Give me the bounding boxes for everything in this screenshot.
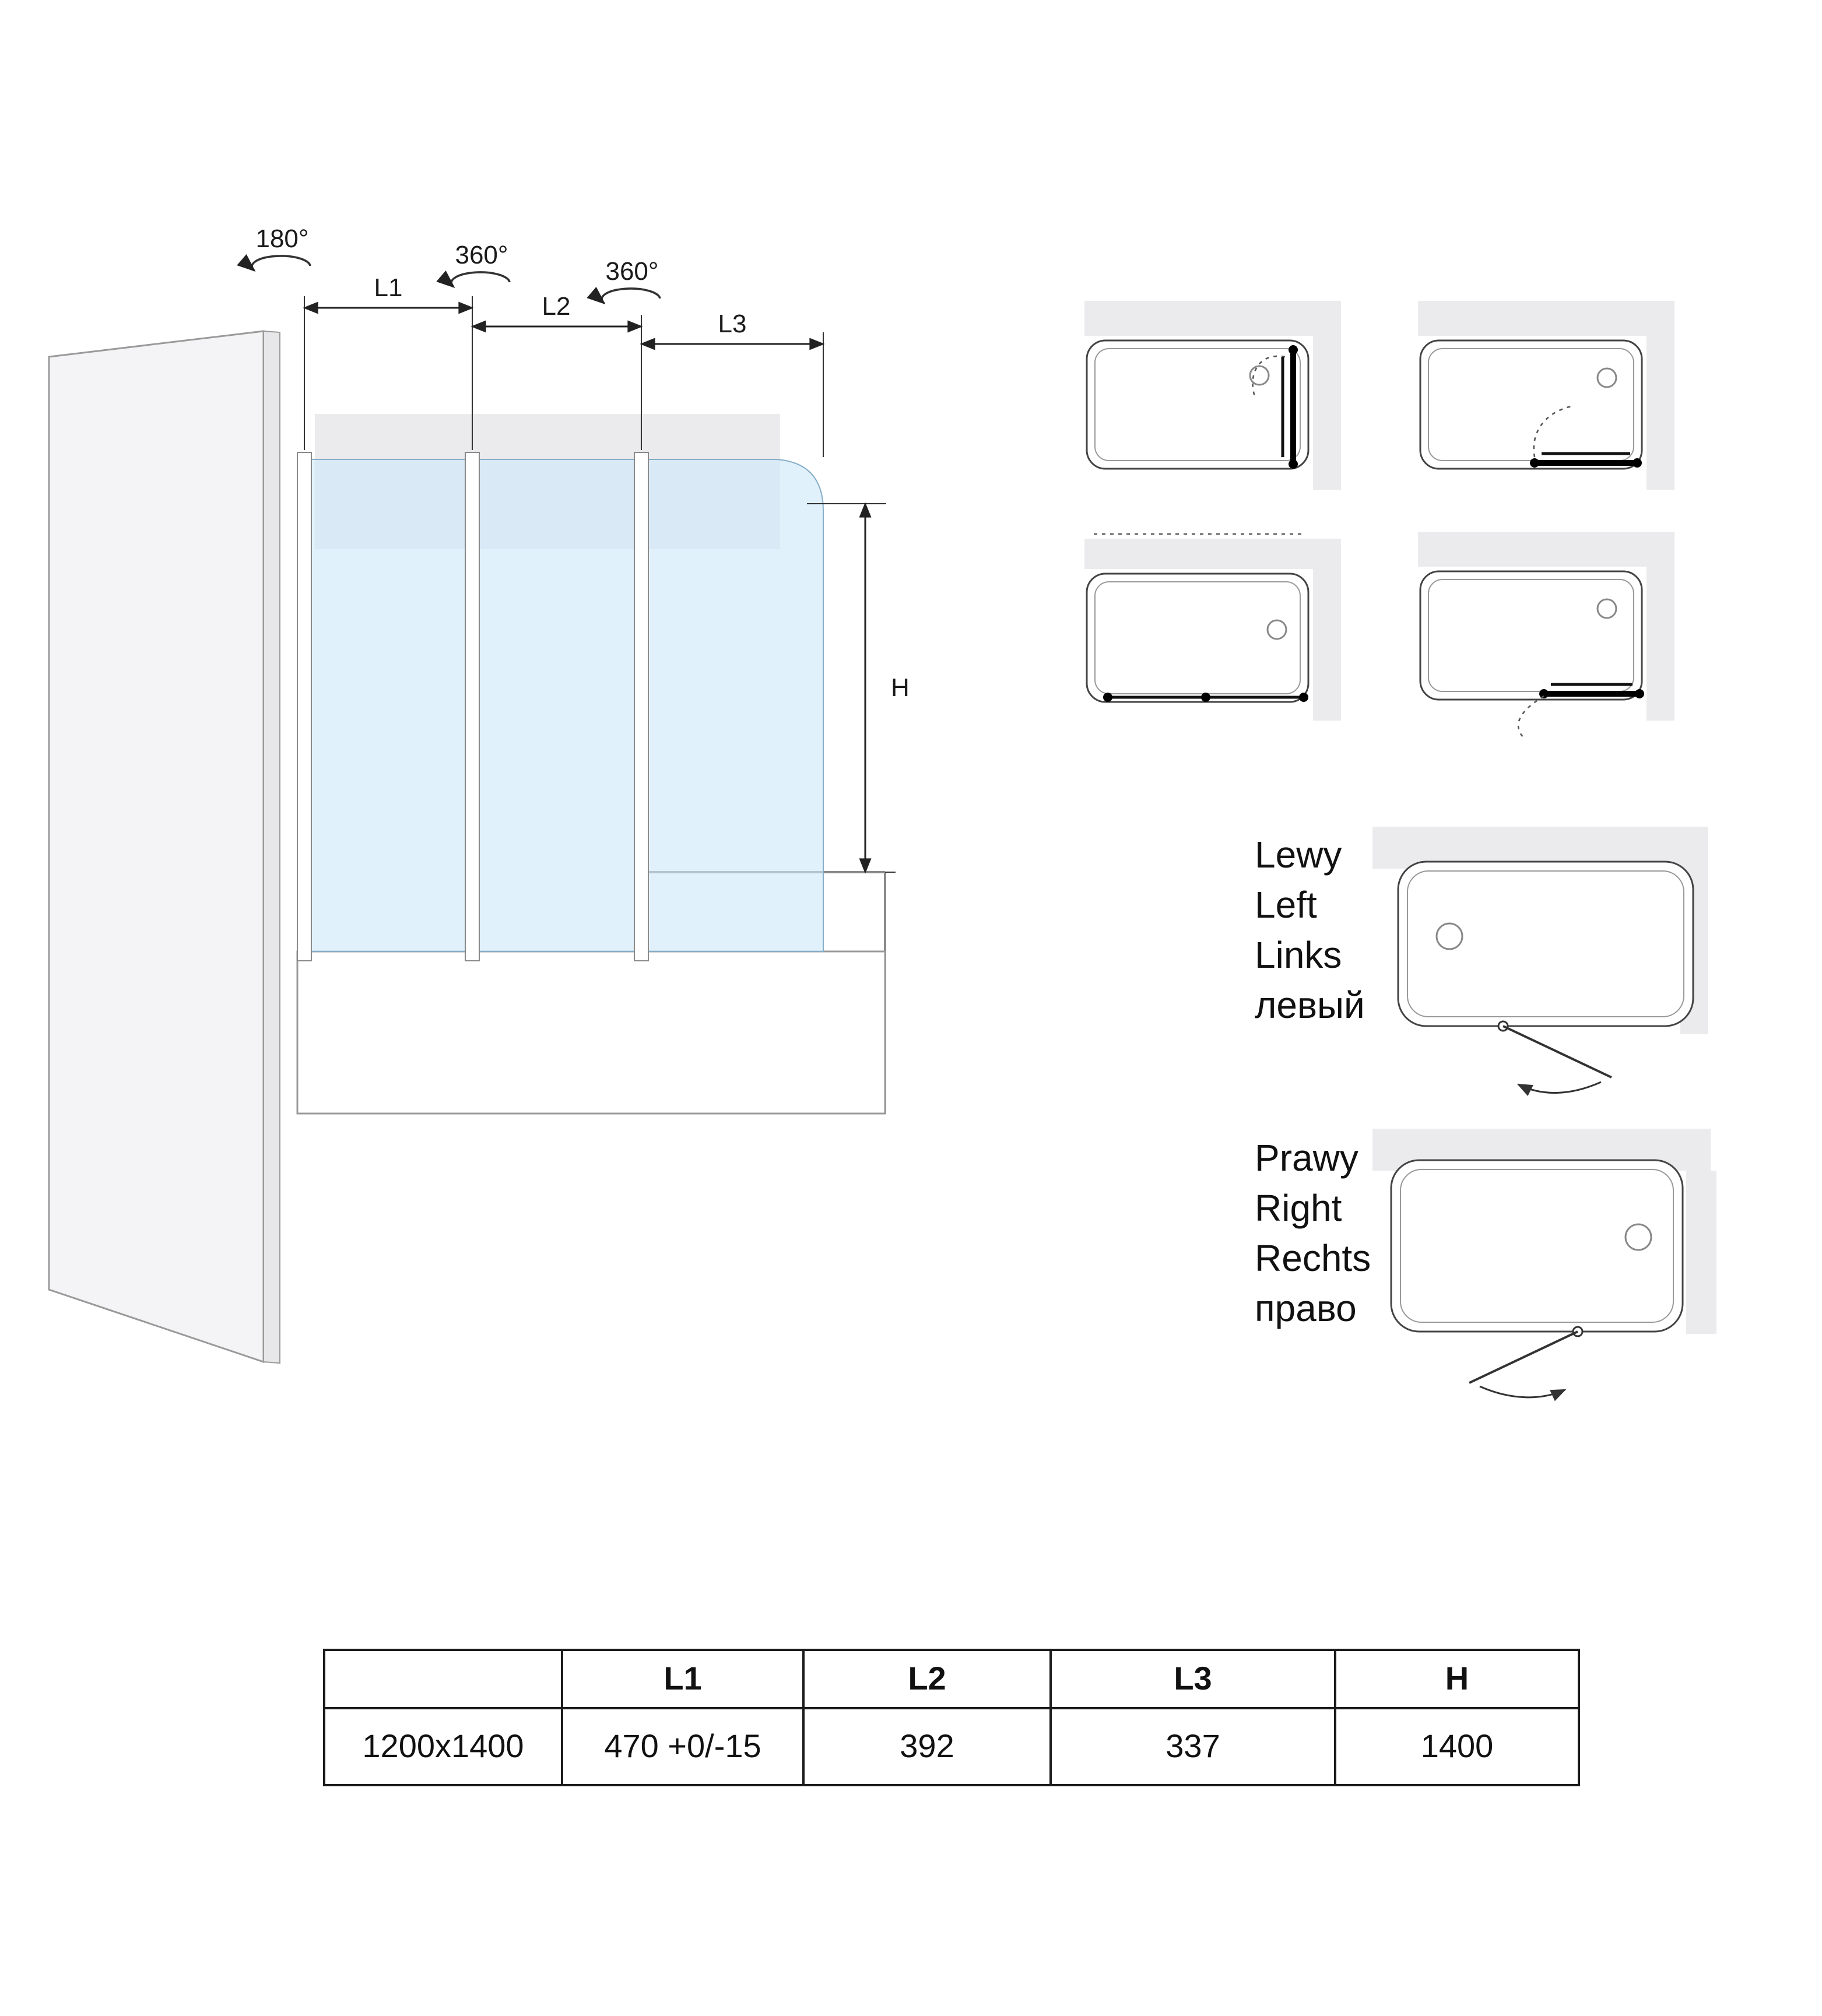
door-open-line	[1469, 1330, 1578, 1384]
pivot-dot	[1530, 458, 1539, 468]
drain-icon	[1596, 598, 1617, 619]
orientation-left-line-2: Left	[1255, 884, 1317, 926]
tub-outline	[1397, 861, 1694, 1027]
rotation-360-1: 360°	[436, 241, 511, 289]
frame-post-mid1	[465, 452, 480, 961]
pivot-dot	[1299, 693, 1308, 702]
rotation-360-2: 360°	[587, 257, 661, 305]
dimension-h: H	[807, 502, 910, 874]
pivot-dot	[1289, 459, 1298, 469]
rotation-arrow-icon	[436, 270, 511, 289]
extension-lines	[304, 296, 824, 457]
glass-panel-2	[479, 459, 635, 952]
table-header-h: H	[1334, 1649, 1580, 1709]
rotation-arrow-icon	[237, 254, 311, 272]
drain-icon	[1624, 1223, 1652, 1251]
tub-outline	[1390, 1159, 1684, 1333]
orientation-right-diagram	[1372, 1129, 1716, 1402]
side-wall-panel	[48, 330, 265, 1364]
table-cell-l3: 337	[1049, 1707, 1336, 1786]
bathtub-body	[296, 871, 886, 1115]
wall-strip-top	[1084, 301, 1341, 336]
dim-label-h: H	[891, 673, 910, 702]
fold-arc	[1533, 405, 1575, 458]
drain-icon	[1266, 619, 1287, 640]
table-header-l1: L1	[561, 1649, 805, 1709]
orientation-left-label: Lewy Left Links левый	[1255, 830, 1365, 1031]
orientation-left-line-3: Links	[1255, 934, 1342, 976]
glass-panels	[297, 452, 824, 961]
topview-config-4	[1418, 532, 1674, 737]
rotation-label-360-1: 360°	[455, 241, 508, 269]
rotation-180: 180°	[237, 224, 311, 272]
rotation-label-360-2: 360°	[605, 257, 658, 286]
wall-strip-top	[1418, 532, 1674, 567]
pivot-dot	[1539, 689, 1549, 698]
orientation-right-line-1: Prawy	[1255, 1137, 1358, 1179]
frame-post-mid2	[634, 452, 649, 961]
pivot-dot	[1201, 693, 1210, 702]
table-header-l2: L2	[802, 1649, 1052, 1709]
tub-inner-outline	[1094, 581, 1301, 694]
table-cell-size: 1200x1400	[323, 1707, 563, 1786]
tub-inner-outline	[1400, 1169, 1674, 1323]
table-cell-l1: 470 +0/-15	[561, 1707, 805, 1786]
dimensions-table: L1 L2 L3 H 1200x1400 470 +0/-15 392 337 …	[323, 1649, 1580, 1786]
table-header-row: L1 L2 L3 H	[323, 1649, 1580, 1709]
orientation-left-line-1: Lewy	[1255, 834, 1342, 876]
tub-outline	[1086, 339, 1310, 470]
orientation-left-line-4: левый	[1255, 984, 1365, 1026]
dimension-l1: L1	[303, 273, 474, 314]
dim-label-l1: L1	[374, 273, 403, 302]
dimension-l2: L2	[471, 292, 643, 333]
tub-inner-outline	[1428, 579, 1634, 692]
wall-strip-right	[1313, 336, 1341, 490]
table-data-row: 1200x1400 470 +0/-15 392 337 1400	[323, 1707, 1580, 1786]
wall-strip-right	[1647, 336, 1674, 490]
dim-label-l2: L2	[542, 292, 571, 321]
wall-strip-right	[1647, 567, 1674, 721]
fold-arc	[1517, 695, 1544, 737]
door-open-line	[1502, 1025, 1612, 1079]
tub-outline	[1086, 573, 1310, 703]
drain-icon	[1435, 922, 1463, 950]
orientation-right-line-3: Rechts	[1255, 1237, 1371, 1279]
main-isometric-diagram: L1 L2 L3 180° 360° 360° H	[48, 224, 910, 1364]
frame-post-left	[297, 452, 312, 961]
table-header-blank	[323, 1649, 563, 1709]
table-header-l3: L3	[1049, 1649, 1336, 1709]
topview-config-3	[1084, 533, 1341, 721]
drain-icon	[1596, 367, 1617, 388]
tub-inner-outline	[1094, 348, 1301, 461]
wall-strip-top	[1418, 301, 1674, 336]
side-wall-edge	[263, 330, 280, 1364]
dim-label-l3: L3	[718, 310, 747, 338]
table-cell-h: 1400	[1334, 1707, 1580, 1786]
glass-panel-1	[311, 459, 466, 952]
wall-strip-right	[1686, 1171, 1716, 1334]
pivot-dot	[1289, 345, 1298, 354]
swing-arrow	[1479, 1385, 1567, 1402]
tub-outline	[1419, 339, 1643, 470]
wall-strip-right	[1313, 569, 1341, 721]
rotation-arrow-icon	[587, 286, 661, 305]
orientation-left-diagram	[1372, 827, 1708, 1096]
orientation-right-line-2: Right	[1255, 1187, 1342, 1229]
table-cell-l2: 392	[802, 1707, 1052, 1786]
swing-arrow	[1516, 1081, 1602, 1096]
topview-config-1	[1084, 301, 1341, 490]
pivot-dot	[1103, 693, 1112, 702]
tub-inner-outline	[1407, 870, 1684, 1017]
pivot-dot	[1633, 458, 1642, 468]
glass-panel-3	[648, 459, 824, 952]
tub-outline	[1419, 570, 1643, 701]
orientation-right-line-4: право	[1255, 1287, 1357, 1329]
orientation-right-label: Prawy Right Rechts право	[1255, 1133, 1371, 1334]
pivot-dot	[1635, 689, 1644, 698]
rotation-label-180: 180°	[255, 224, 308, 253]
dimension-l3: L3	[640, 310, 825, 350]
topview-config-2	[1418, 301, 1674, 490]
wall-strip-top	[1084, 539, 1341, 569]
